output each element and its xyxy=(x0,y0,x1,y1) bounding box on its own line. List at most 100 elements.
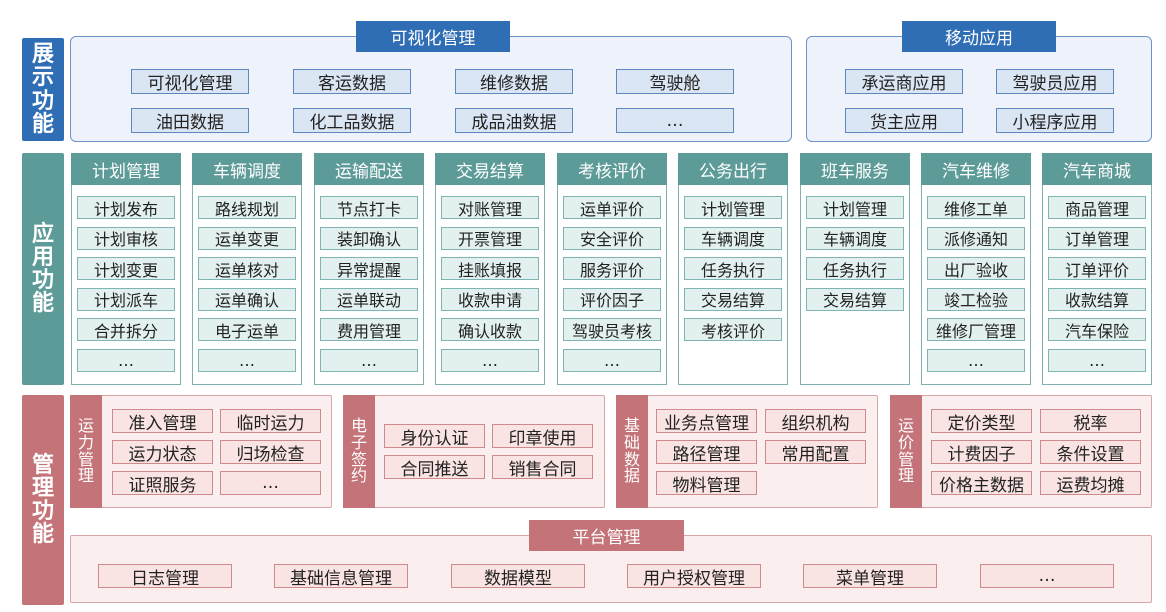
label-char: 运 xyxy=(77,415,94,435)
app-item: 任务执行 xyxy=(806,257,904,281)
section-char: 应 xyxy=(31,221,54,247)
section-display-label: 展 示 功 能 xyxy=(22,38,64,141)
label-char: 基 xyxy=(623,415,640,435)
label-char: 理 xyxy=(897,466,914,486)
app-item: 评价因子 xyxy=(563,287,661,311)
app-column-title: 公务出行 xyxy=(678,153,788,185)
label-char: 理 xyxy=(77,466,94,486)
app-item: 计划审核 xyxy=(77,226,175,250)
mgmt-item: 物料管理 xyxy=(656,471,757,496)
app-column-title: 班车服务 xyxy=(800,153,910,185)
app-column-title: 交易结算 xyxy=(435,153,545,185)
app-item: 计划变更 xyxy=(77,257,175,281)
mgmt-item: 合同推送 xyxy=(384,455,485,480)
app-column-title: 计划管理 xyxy=(71,153,181,185)
mgmt-item: 归场检查 xyxy=(220,440,321,465)
app-item: 费用管理 xyxy=(320,318,418,342)
app-column-title: 汽车商城 xyxy=(1042,153,1152,185)
visual-title: 可视化管理 xyxy=(356,21,510,52)
app-item: 节点打卡 xyxy=(320,196,418,219)
platform-item: 日志管理 xyxy=(98,564,232,589)
app-item: 出厂验收 xyxy=(927,257,1025,281)
mgmt-group-label: 运 力 管 理 xyxy=(70,395,102,508)
platform-item: 基础信息管理 xyxy=(274,564,408,589)
visual-item: 成品油数据 xyxy=(455,108,573,133)
section-char: 管 xyxy=(31,452,54,478)
app-item: 运单评价 xyxy=(563,196,661,219)
app-item: 派修通知 xyxy=(927,226,1025,250)
app-item: 计划管理 xyxy=(806,196,904,219)
mgmt-group-label: 电 子 签 约 xyxy=(343,395,375,508)
label-char: 子 xyxy=(350,432,367,452)
label-char: 管 xyxy=(897,449,914,469)
visual-item: … xyxy=(616,108,734,133)
app-item: 计划管理 xyxy=(684,196,782,219)
mgmt-item: 税率 xyxy=(1040,409,1141,434)
app-item: 收款结算 xyxy=(1048,287,1146,311)
section-char: 功 xyxy=(31,268,54,293)
app-item: 维修工单 xyxy=(927,196,1025,219)
visual-item: 化工品数据 xyxy=(293,108,411,133)
platform-title: 平台管理 xyxy=(529,520,684,551)
app-column-title: 汽车维修 xyxy=(921,153,1031,185)
app-item: 收款申请 xyxy=(441,287,539,311)
app-item: 计划发布 xyxy=(77,196,175,219)
app-item: 订单管理 xyxy=(1048,226,1146,250)
label-char: 础 xyxy=(623,432,640,452)
mgmt-item: 运费均摊 xyxy=(1040,471,1141,496)
app-item: 对账管理 xyxy=(441,196,539,219)
mgmt-group-esign xyxy=(343,395,605,508)
mgmt-item: 定价类型 xyxy=(931,409,1032,434)
app-column-title: 运输配送 xyxy=(314,153,424,185)
section-char: 理 xyxy=(31,475,54,501)
app-item: 服务评价 xyxy=(563,257,661,281)
app-item: 运单联动 xyxy=(320,287,418,311)
mgmt-group-label: 运 价 管 理 xyxy=(890,395,922,508)
platform-item: 数据模型 xyxy=(451,564,585,589)
visual-item: 驾驶舱 xyxy=(616,69,734,94)
app-item: 安全评价 xyxy=(563,226,661,250)
label-char: 管 xyxy=(77,449,94,469)
section-management-label: 管 理 功 能 xyxy=(22,395,64,605)
app-item: 开票管理 xyxy=(441,226,539,250)
section-char: 用 xyxy=(31,244,54,270)
app-item: 运单核对 xyxy=(198,257,296,281)
label-char: 力 xyxy=(77,432,94,452)
app-item: 路线规划 xyxy=(198,196,296,219)
app-item: 挂账填报 xyxy=(441,257,539,281)
platform-item: 菜单管理 xyxy=(803,564,937,589)
label-char: 价 xyxy=(897,432,914,452)
visual-item: 可视化管理 xyxy=(131,69,249,94)
mgmt-item: 身份认证 xyxy=(384,424,485,449)
app-item: … xyxy=(927,349,1025,372)
app-item: 车辆调度 xyxy=(806,226,904,250)
section-char: 展 xyxy=(31,42,54,68)
section-application-label: 应 用 功 能 xyxy=(22,153,64,385)
mgmt-item: 组织机构 xyxy=(765,409,866,434)
app-item: … xyxy=(198,349,296,372)
visual-item: 客运数据 xyxy=(293,69,411,94)
app-item: … xyxy=(441,349,539,372)
section-char: 功 xyxy=(31,88,54,114)
mobile-title: 移动应用 xyxy=(902,21,1056,52)
section-char: 能 xyxy=(31,111,54,137)
mgmt-item: 准入管理 xyxy=(112,409,213,434)
label-char: 据 xyxy=(623,466,640,486)
app-item: 确认收款 xyxy=(441,318,539,342)
mobile-item: 驾驶员应用 xyxy=(996,69,1114,94)
section-char: 能 xyxy=(31,291,54,317)
mgmt-item: 业务点管理 xyxy=(656,409,757,434)
app-item: 商品管理 xyxy=(1048,196,1146,219)
label-char: 签 xyxy=(350,449,367,469)
app-item: 运单变更 xyxy=(198,226,296,250)
app-item: … xyxy=(1048,349,1146,372)
platform-item: 用户授权管理 xyxy=(627,564,761,589)
app-item: 汽车保险 xyxy=(1048,318,1146,342)
mgmt-item: 价格主数据 xyxy=(931,471,1032,496)
app-item: 任务执行 xyxy=(684,257,782,281)
app-item: … xyxy=(563,349,661,372)
mgmt-item: 证照服务 xyxy=(112,471,213,496)
app-item: 订单评价 xyxy=(1048,257,1146,281)
app-item: 运单确认 xyxy=(198,287,296,311)
mobile-item: 承运商应用 xyxy=(845,69,963,94)
